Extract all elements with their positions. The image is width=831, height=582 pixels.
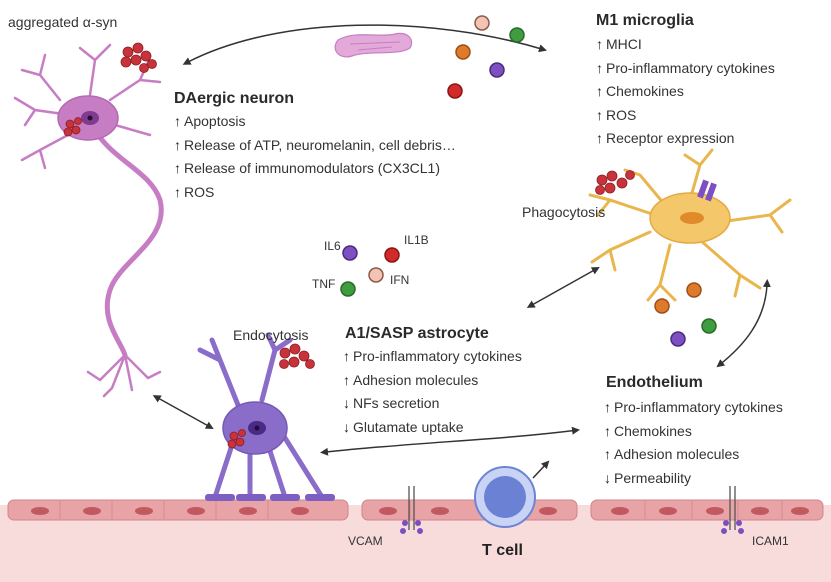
microglia-effect-item: ↑ROS [596, 104, 775, 128]
neuron-effects-list: ↑Apoptosis↑Release of ATP, neuromelanin,… [174, 110, 456, 204]
cytokine-dots-right [654, 282, 717, 347]
microglia-effect-text: MHCI [606, 36, 642, 52]
microglia-effect-text: Receptor expression [606, 130, 735, 146]
microglia-alpha-syn [595, 170, 635, 195]
microglia-cell [588, 148, 792, 302]
il6-label: IL6 [324, 239, 341, 253]
trend-arrow-icon: ↑ [604, 422, 611, 439]
astrocyte-alpha-syn-internal [227, 429, 246, 449]
arrow-neuron-microglia [182, 24, 547, 65]
endocytosis-alpha-syn [279, 343, 315, 369]
trend-arrow-icon: ↑ [343, 348, 350, 364]
tnf-label: TNF [312, 277, 336, 291]
endothelium-effect-text: Permeability [614, 469, 692, 486]
astrocyte-effect-text: Pro-inflammatory cytokines [353, 348, 522, 364]
endothelium-effects-list: ↑Pro-inflammatory cytokines↑Chemokines↑A… [604, 396, 783, 490]
trend-arrow-icon: ↑ [596, 36, 603, 52]
arrow-microglia-endothelium [716, 279, 771, 368]
aggregated-alpha-syn-label: aggregated α-syn [8, 14, 118, 30]
trend-arrow-icon: ↑ [174, 113, 181, 129]
microglia-effect-text: Pro-inflammatory cytokines [606, 59, 775, 76]
neuron-effect-text: ROS [184, 183, 215, 200]
icam1-molecule [721, 486, 744, 534]
neuron-effect-item: ↑Release of immunomodulators (CX3CL1) [174, 157, 456, 181]
microglia-effect-item: ↑Chemokines [596, 80, 775, 104]
endothelium-effect-item: ↓Permeability [604, 467, 783, 491]
arrow-astrocyte-microglia [526, 267, 600, 308]
trend-arrow-icon: ↑ [604, 399, 611, 415]
astrocyte-effects-list: ↑Pro-inflammatory cytokines↑Adhesion mol… [343, 345, 522, 439]
cytokine-legend-dots [340, 245, 400, 297]
neuron-effect-item: ↑Apoptosis [174, 110, 456, 134]
neuron-effect-item: ↑ROS [174, 181, 456, 205]
endothelium-effect-item: ↑Pro-inflammatory cytokines [604, 396, 783, 420]
vcam-label: VCAM [348, 534, 383, 548]
microglia-effect-text: ROS [606, 106, 637, 123]
neuron-cell [13, 43, 164, 398]
trend-arrow-icon: ↑ [343, 371, 350, 388]
aggregated-alpha-syn-cluster [120, 42, 157, 73]
trend-arrow-icon: ↑ [174, 160, 181, 176]
microglia-receptor [697, 179, 717, 202]
cell-debris [334, 32, 413, 58]
trend-arrow-icon: ↑ [596, 106, 603, 123]
trend-arrow-icon: ↓ [343, 418, 350, 435]
t-cell [474, 460, 550, 528]
endothelium-title: Endothelium [606, 374, 703, 391]
vcam-molecule [400, 486, 423, 534]
t-cell-label: T cell [482, 542, 523, 559]
icam1-label: ICAM1 [752, 534, 789, 548]
trend-arrow-icon: ↑ [596, 83, 603, 99]
cytokine-dots-top [447, 15, 525, 99]
neuron-title: DAergic neuron [174, 90, 295, 107]
trend-arrow-icon: ↓ [604, 469, 611, 486]
endothelium-effect-item: ↑Chemokines [604, 420, 783, 444]
endothelium-effect-item: ↑Adhesion molecules [604, 443, 783, 467]
trend-arrow-icon: ↑ [604, 446, 611, 462]
astrocyte-effect-item: ↑Adhesion molecules [343, 369, 522, 393]
trend-arrow-icon: ↓ [343, 395, 350, 411]
il1b-label: IL1B [404, 233, 429, 247]
astrocyte-endfeet [205, 494, 335, 501]
neuron-effect-item: ↑Release of ATP, neuromelanin, cell debr… [174, 134, 456, 158]
trend-arrow-icon: ↑ [596, 130, 603, 146]
endocytosis-label: Endocytosis [233, 327, 309, 343]
endothelium-effect-text: Adhesion molecules [614, 446, 740, 462]
microglia-effect-item: ↑Receptor expression [596, 127, 775, 151]
arrow-astrocyte-endothelium [320, 426, 580, 456]
endothelium-effect-text: Chemokines [614, 422, 692, 439]
neuron-alpha-syn-internal [63, 117, 82, 137]
neuron-effect-text: Release of immunomodulators (CX3CL1) [184, 160, 440, 176]
astrocyte-title: A1/SASP astrocyte [345, 325, 489, 342]
astrocyte-effect-item: ↓Glutamate uptake [343, 416, 522, 440]
astrocyte-effect-text: NFs secretion [353, 395, 440, 411]
trend-arrow-icon: ↑ [174, 136, 181, 153]
microglia-effect-item: ↑Pro-inflammatory cytokines [596, 57, 775, 81]
ifn-label: IFN [390, 273, 410, 287]
blood-vessel [0, 499, 831, 582]
arrow-neuron-astrocyte [152, 395, 214, 429]
neuron-effect-text: Release of ATP, neuromelanin, cell debri… [184, 136, 456, 153]
astrocyte-effect-text: Adhesion molecules [353, 371, 479, 388]
microglia-title: M1 microglia [596, 12, 694, 29]
microglia-effects-list: ↑MHCI↑Pro-inflammatory cytokines↑Chemoki… [596, 33, 775, 151]
microglia-effect-item: ↑MHCI [596, 33, 775, 57]
neuron-effect-text: Apoptosis [184, 113, 246, 129]
microglia-effect-text: Chemokines [606, 83, 684, 99]
astrocyte-effect-text: Glutamate uptake [353, 418, 464, 435]
astrocyte-effect-item: ↓NFs secretion [343, 392, 522, 416]
phagocytosis-label: Phagocytosis [522, 204, 606, 220]
astrocyte-effect-item: ↑Pro-inflammatory cytokines [343, 345, 522, 369]
trend-arrow-icon: ↑ [596, 59, 603, 76]
trend-arrow-icon: ↑ [174, 183, 181, 200]
endothelium-effect-text: Pro-inflammatory cytokines [614, 399, 783, 415]
